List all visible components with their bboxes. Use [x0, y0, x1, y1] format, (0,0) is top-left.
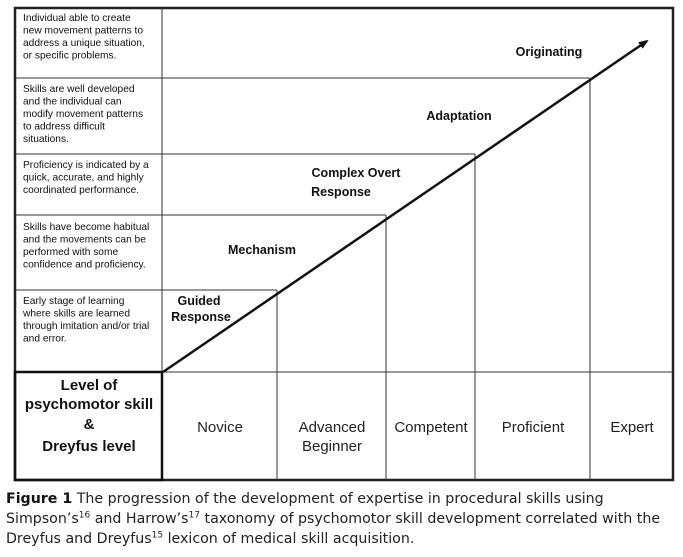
desc-line: quick, accurate, and highly: [23, 173, 145, 184]
desc-line: new movement patterns to: [23, 26, 143, 37]
caption-text: and Harrow’s: [90, 511, 189, 527]
progression-arrow: [162, 39, 649, 374]
stage-label-originating: Originating: [516, 45, 583, 59]
stage-label-adaptation: Adaptation: [426, 109, 491, 123]
figure-caption: Figure 1 The progression of the developm…: [6, 489, 678, 549]
caption-text: lexicon of medical skill acquisition.: [163, 531, 415, 547]
stage-label-guided-response: Guided Response: [171, 294, 231, 324]
level-header-line: psychomotor skill: [25, 396, 153, 413]
dreyfus-line: Expert: [610, 419, 654, 436]
desc-line: to address difficult: [23, 122, 105, 133]
desc-line: modify movement patterns: [23, 109, 143, 120]
stage-line: Adaptation: [426, 109, 491, 123]
dreyfus-level-proficient: Proficient: [502, 419, 565, 436]
desc-line: situations.: [23, 134, 69, 145]
stage-line: Mechanism: [228, 243, 296, 257]
dreyfus-line: Advanced: [299, 419, 366, 436]
stage-line: Response: [311, 185, 371, 199]
desc-line: Skills are well developed: [23, 84, 135, 95]
level-header: Level of psychomotor skill & Dreyfus lev…: [25, 377, 153, 455]
row-description-0: Individual able to create new movement p…: [23, 13, 145, 62]
level-header-line: Level of: [61, 377, 119, 394]
level-header-line: Dreyfus level: [42, 438, 135, 455]
stage-line: Originating: [516, 45, 583, 59]
dreyfus-level-novice: Novice: [197, 419, 243, 436]
desc-line: confidence and proficiency.: [23, 260, 146, 271]
reference-superscript: 15: [151, 530, 164, 541]
dreyfus-level-expert: Expert: [610, 419, 654, 436]
desc-line: and the individual can: [23, 97, 122, 108]
figure-label: Figure 1: [6, 491, 73, 507]
desc-line: and the movements can be: [23, 235, 146, 246]
dreyfus-line: Novice: [197, 419, 243, 436]
dreyfus-level-competent: Competent: [394, 419, 468, 436]
desc-line: through imitation and/or trial: [23, 321, 149, 332]
level-header-box: [13, 370, 164, 482]
stage-label-complex-overt-response: Complex Overt Response: [311, 166, 401, 199]
reference-superscript: 17: [188, 510, 201, 521]
dreyfus-line: Proficient: [502, 419, 565, 436]
desc-line: Individual able to create: [23, 13, 131, 24]
psychomotor-diagram: Individual able to create new movement p…: [13, 6, 675, 482]
desc-line: Skills have become habitual: [23, 222, 149, 233]
stage-line: Response: [171, 310, 231, 324]
desc-line: coordinated performance.: [23, 185, 139, 196]
diagram-frame: [13, 6, 675, 482]
row-description-4: Early stage of learning where skills are…: [22, 296, 149, 345]
stage-line: Complex Overt: [312, 166, 402, 180]
desc-line: where skills are learned: [22, 309, 130, 320]
desc-line: Proficiency is indicated by a: [23, 160, 149, 171]
desc-line: Early stage of learning: [23, 296, 125, 307]
row-description-2: Proficiency is indicated by a quick, acc…: [23, 160, 149, 196]
row-description-3: Skills have become habitual and the move…: [23, 222, 149, 271]
desc-line: and error.: [23, 334, 67, 345]
dreyfus-level-advanced-beginner: Advanced Beginner: [299, 419, 366, 455]
dreyfus-line: Competent: [394, 419, 468, 436]
dreyfus-line: Beginner: [302, 438, 362, 455]
desc-line: address a unique situation,: [23, 38, 145, 49]
stage-label-mechanism: Mechanism: [228, 243, 296, 257]
desc-line: performed with some: [23, 247, 118, 258]
stage-line: Guided: [177, 294, 220, 308]
reference-superscript: 16: [78, 510, 91, 521]
row-description-1: Skills are well developed and the indivi…: [23, 84, 143, 145]
level-header-line: &: [84, 416, 95, 433]
desc-line: or specific problems.: [23, 51, 116, 62]
caption-text: taxonomy of psychomotor skill developmen…: [6, 511, 661, 547]
caption-text: The progression of the development of ex…: [6, 491, 604, 527]
